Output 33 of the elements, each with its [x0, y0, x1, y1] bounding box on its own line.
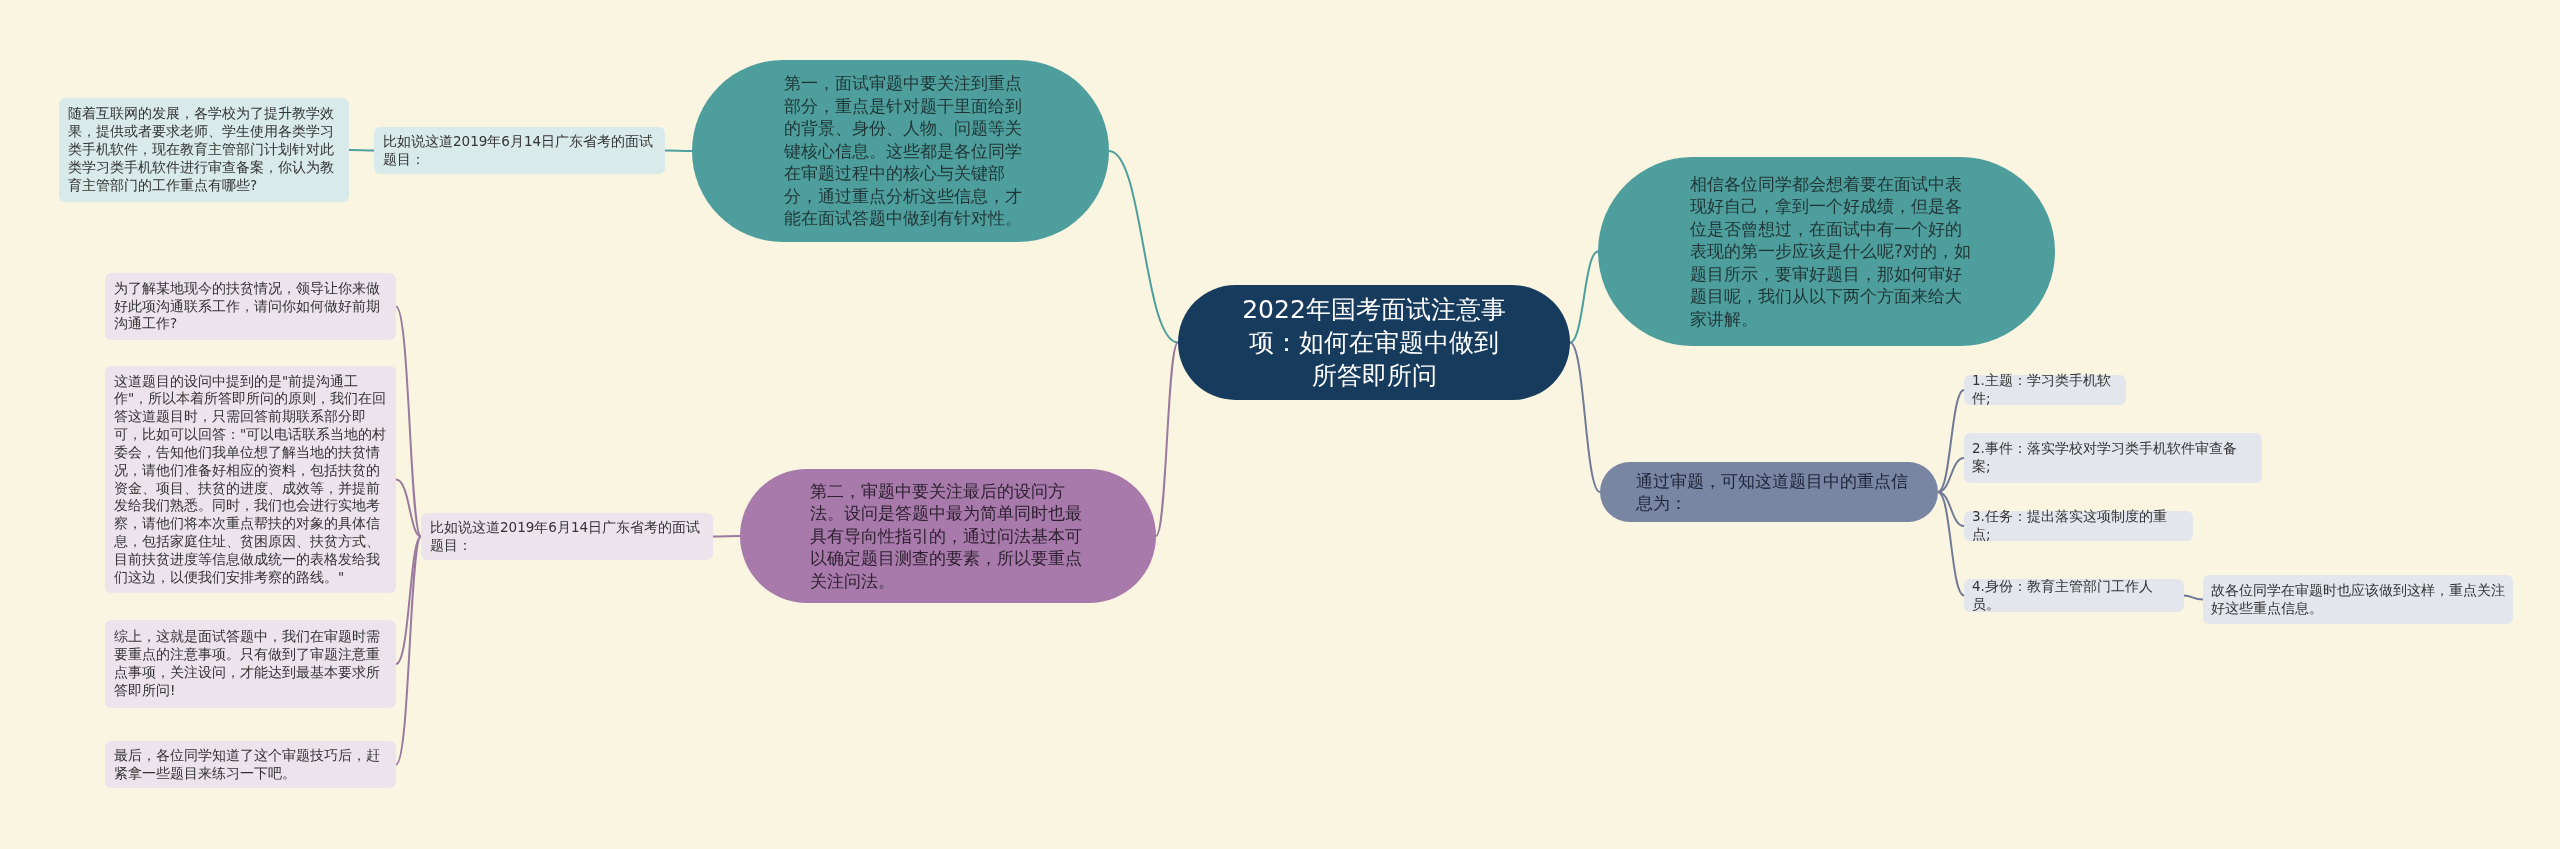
note-box: 为了解某地现今的扶贫情况，领导让你来做好此项沟通联系工作，请问你如何做好前期沟通工作?: [105, 273, 396, 340]
connector-line: [1108, 150, 1179, 344]
note-box: 综上，这就是面试答题中，我们在审题时需要重点的注意事项。只有做到了审题注意重点事项，关注设问，才能达到最基本要求所答即所问!: [105, 620, 396, 708]
connector-line: [1569, 341, 1601, 493]
connector-line: [395, 535, 422, 665]
connector-line: [395, 305, 422, 538]
note-box: 这道题目的设问中提到的是"前提沟通工作"，所以本着所答即所问的原则，我们在回答这道题目时，只需回答前期联系部分即可，比如可以回答："可以电话联系当地的村委会，告知他们我单位想了解当地的扶贫情况，请他们准备好相应的资料，包括扶贫的资金、项目、扶贫的进度、成效等，并提前发给我们熟悉。同时，我们也会进行实地考察，请他们将本次重点帮扶的对象的具体信息，包括家庭住址、贫困原因、扶贫方式、目前扶贫进度等信息做成统一的表格发给我们这边，以便我们安排考察的路线。": [105, 366, 396, 593]
subtopic-pill: 第二，审题中要关注最后的设问方法。设问是答题中最为简单同时也最具有导向性指引的，通过问法基本可以确定题目测查的要素，所以要重点关注问法。: [740, 469, 1156, 603]
note-box: 最后，各位同学知道了这个审题技巧后，赶紧拿一些题目来练习一下吧。: [105, 741, 396, 788]
subtopic-pill: 第一，面试审题中要关注到重点部分，重点是针对题干里面给到的背景、身份、人物、问题等关键核心信息。这些都是各位同学在审题过程中的核心与关键部分，通过重点分析这些信息，才能在面试答题中做到有针对性。: [692, 60, 1109, 242]
note-box: 比如说这道2019年6月14日广东省考的面试题目：: [374, 127, 665, 174]
connector-line: [1937, 491, 1965, 597]
connector-line: [1155, 341, 1179, 537]
connector-line: [712, 535, 741, 538]
connector-line: [348, 149, 375, 152]
connector-line: [395, 535, 422, 766]
connector-line: [1937, 457, 1965, 493]
subtopic-pill: 相信各位同学都会想着要在面试中表现好自己，拿到一个好成绩，但是各位是否曾想过，在面试中有一个好的表现的第一步应该是什么呢?对的，如题目所示，要审好题目，那如何审好题目呢，我们从以下两个方面来给大家讲解。: [1598, 157, 2055, 346]
connector-line: [1569, 250, 1599, 344]
connector-line: [664, 149, 693, 152]
connector-line: [1937, 491, 1965, 527]
note-box: 4.身份：教育主管部门工作人员。: [1964, 579, 2184, 612]
note-box: 比如说这道2019年6月14日广东省考的面试题目：: [421, 513, 713, 560]
connector-line: [2183, 594, 2204, 601]
note-box: 3.任务：提出落实这项制度的重点;: [1964, 511, 2193, 541]
topic-pill: 2022年国考面试注意事项：如何在审题中做到所答即所问: [1178, 285, 1570, 400]
note-box: 随着互联网的发展，各学校为了提升教学效果，提供或者要求老师、学生使用各类学习类手机软件，现在教育主管部门计划针对此类学习类手机软件进行审查备案，你认为教育主管部门的工作重点有哪些?: [59, 98, 349, 202]
note-box: 2.事件：落实学校对学习类手机软件审查备案;: [1964, 433, 2262, 483]
connector-line: [1937, 389, 1965, 493]
note-box: 故各位同学在审题时也应该做到这样，重点关注好这些重点信息。: [2203, 575, 2513, 624]
subtopic-pill: 通过审题，可知这道题目中的重点信息为：: [1600, 462, 1938, 522]
note-box: 1.主题：学习类手机软件;: [1964, 375, 2126, 405]
connector-line: [395, 478, 422, 538]
